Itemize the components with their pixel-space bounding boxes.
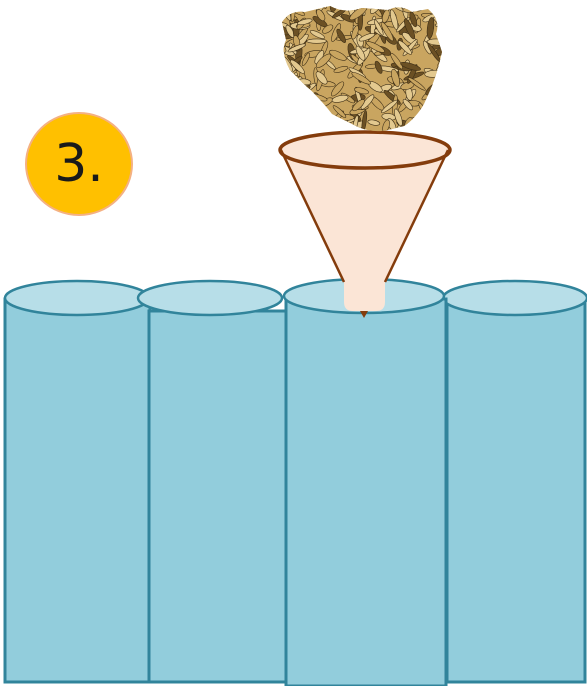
grain-kernel <box>336 123 349 129</box>
grain-kernel <box>269 62 286 71</box>
grain-kernel <box>271 97 289 107</box>
grain-kernel <box>295 100 306 119</box>
grain-kernel <box>295 109 311 123</box>
silo-1-top <box>5 281 149 315</box>
grain-kernel <box>427 126 444 134</box>
grain-kernel <box>436 74 444 90</box>
silo-2 <box>138 281 286 682</box>
grain-kernel <box>291 0 311 7</box>
grain-kernel <box>434 97 446 119</box>
grain-kernel <box>289 72 299 88</box>
grain-kernel <box>421 119 432 136</box>
grain-kernel <box>278 80 290 93</box>
grain-kernel <box>291 111 306 130</box>
silo-3-body <box>286 299 446 686</box>
grain-kernel <box>426 101 435 115</box>
step-number-badge: 3. <box>25 112 133 216</box>
grain-kernel <box>296 84 312 98</box>
grain-kernel <box>425 122 439 135</box>
grain-kernel <box>291 89 307 107</box>
grain-kernel <box>300 98 312 117</box>
grain-kernel <box>274 0 295 16</box>
silo-2-body <box>149 311 286 682</box>
silo-2-top <box>138 281 282 315</box>
grain-kernel <box>411 122 428 134</box>
grain-kernel <box>431 99 441 119</box>
grain-kernel <box>294 96 310 106</box>
grain-kernel <box>435 0 454 15</box>
step-number-label: 3. <box>54 134 104 194</box>
grain-kernel <box>288 111 309 123</box>
funnel-rim <box>280 132 450 168</box>
grain-kernel <box>294 87 302 108</box>
grain-kernel <box>437 28 453 35</box>
silo-4-body <box>447 299 585 682</box>
grain-kernel <box>290 94 300 116</box>
grain-kernel <box>440 90 447 111</box>
silo-1-body <box>5 299 150 682</box>
grain-kernel <box>414 114 434 123</box>
grain-kernel <box>283 81 306 92</box>
grain-kernel <box>272 101 289 111</box>
grain-kernel <box>292 114 306 132</box>
grain-kernel <box>284 117 299 132</box>
grain-kernel <box>403 8 415 13</box>
silo-1 <box>5 281 150 682</box>
grain-kernel <box>276 78 290 87</box>
grain-kernel <box>434 113 446 127</box>
grain-pile-image <box>269 0 455 141</box>
grain-kernel <box>289 0 302 12</box>
grain-kernel <box>287 94 302 103</box>
grain-kernel <box>285 115 305 133</box>
grain-kernel <box>282 0 301 12</box>
grain-kernel <box>307 39 327 43</box>
grain-kernel <box>289 110 301 125</box>
grain-kernel <box>438 78 448 97</box>
grain-kernel <box>283 110 300 125</box>
grain-kernel <box>437 117 452 134</box>
silo-4 <box>443 281 587 682</box>
grain-kernel <box>274 106 290 118</box>
grain-kernel <box>300 111 318 120</box>
silo-4-top <box>443 281 587 315</box>
grain-kernel <box>290 101 308 108</box>
silo-group <box>5 279 587 686</box>
grain-kernel <box>269 127 288 135</box>
silo-3 <box>284 279 446 686</box>
grain-kernel <box>430 0 445 5</box>
grain-kernel <box>434 109 448 121</box>
